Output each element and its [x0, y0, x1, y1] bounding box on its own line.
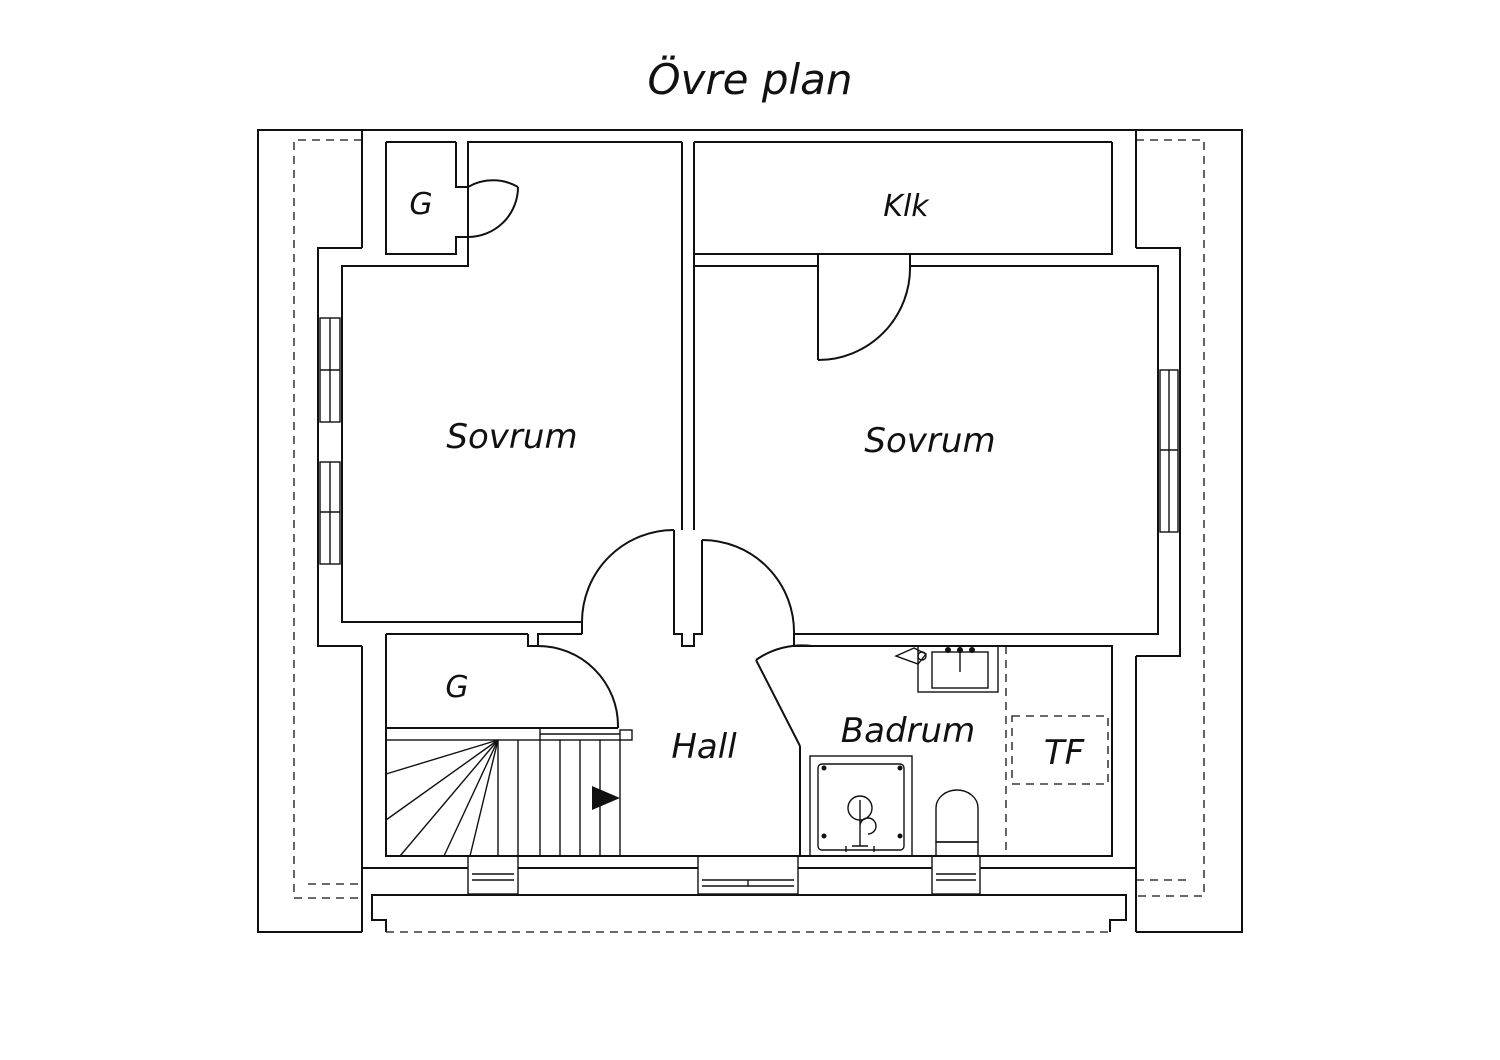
- bedroom-right-walls: [694, 254, 1159, 857]
- faucet-icon: [945, 647, 951, 653]
- room-label-bedroom-right: Sovrum: [864, 421, 995, 461]
- plan-title: Övre plan: [647, 54, 852, 104]
- stair-arrow-icon: [592, 786, 620, 810]
- doors: [467, 179, 912, 728]
- room-label-bathroom: Badrum: [841, 711, 975, 751]
- room-label-closet-top: G: [409, 187, 432, 222]
- toilet-icon: [935, 789, 979, 843]
- room-label-closet-lower: G: [445, 670, 468, 705]
- bathroom-fixtures: [809, 645, 1109, 857]
- exterior-walls: [317, 130, 1181, 657]
- room-label-bedroom-left: Sovrum: [446, 417, 577, 457]
- roof-outline: [257, 129, 1243, 933]
- room-label-walk-in-closet: Klk: [883, 189, 930, 224]
- windows: [319, 317, 1179, 895]
- laundry-area: [1011, 715, 1109, 785]
- room-label-hall: Hall: [671, 727, 737, 767]
- room-label-laundry: TF: [1044, 733, 1085, 773]
- staircase: [385, 728, 633, 857]
- bottom-wall: [362, 855, 1136, 869]
- bedroom-left-walls: [341, 254, 703, 857]
- ledge: [371, 894, 1127, 933]
